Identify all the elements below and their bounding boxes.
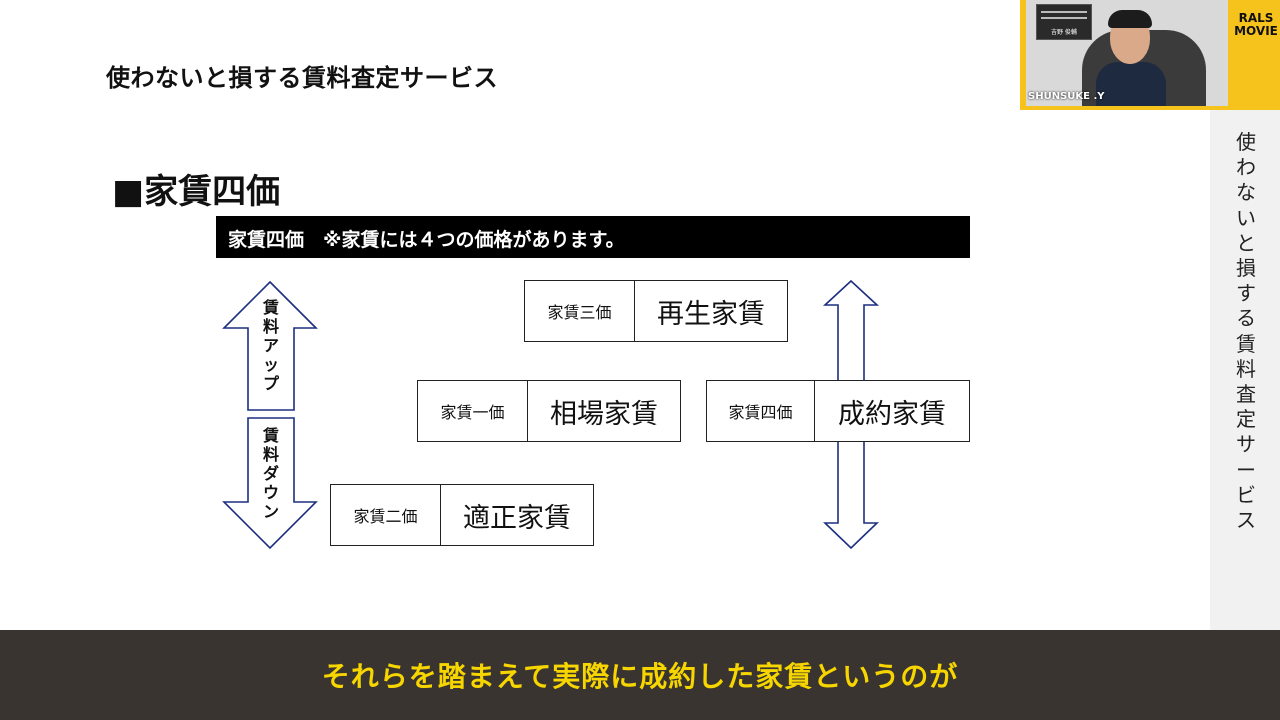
webcam-name-label: SHUNSUKE .Y [1028, 91, 1105, 102]
subtitle-bar: それらを踏まえて実際に成約した家賃というのが [0, 630, 1280, 720]
name-board-text: 吉野 俊輔 [1051, 29, 1077, 36]
price-box-tag: 家賃三価 [525, 281, 635, 341]
webcam-video: 吉野 俊輔 SHUNSUKE .Y [1026, 0, 1228, 106]
arrows-layer [222, 279, 880, 550]
subtitle-text: それらを踏まえて実際に成約した家賃というのが [321, 660, 959, 693]
webcam-overlay: 吉野 俊輔 SHUNSUKE .Y RALS MOVIE [1020, 0, 1280, 110]
arrow-up-icon [222, 280, 318, 411]
name-board-line [1041, 17, 1087, 19]
price-box-tag: 家賃四価 [707, 381, 815, 441]
presenter-body [1096, 62, 1166, 106]
brand-logo: RALS MOVIE [1234, 12, 1278, 38]
price-box-tag: 家賃二価 [331, 485, 441, 545]
price-box-name: 再生家賃 [657, 298, 765, 330]
slide-title: 使わないと損する賃料査定サービス [106, 64, 498, 92]
presentation-slide: 使わないと損する賃料査定サービス ■家賃四価 家賃四価 ※家賃には４つの価格があ… [106, 64, 970, 550]
presenter-hair [1108, 10, 1152, 28]
section-heading: ■家賃四価 [112, 172, 281, 212]
brand-line-1: RALS [1238, 11, 1274, 25]
price-box-saisei: 家賃三価 再生家賃 [524, 280, 788, 342]
price-box-tekisei: 家賃二価 適正家賃 [330, 484, 594, 546]
arrow-down-icon [222, 417, 318, 550]
price-box-tag: 家賃一価 [418, 381, 528, 441]
arrow-up-label: 賃料アップ [262, 298, 279, 393]
price-box-name: 適正家賃 [463, 502, 571, 534]
brand-line-2: MOVIE [1234, 24, 1278, 38]
price-box-seiyaku: 家賃四価 成約家賃 [706, 380, 970, 442]
banner: 家賃四価 ※家賃には４つの価格があります。 [216, 216, 970, 258]
price-box-name: 相場家賃 [550, 398, 658, 430]
name-board-line [1041, 11, 1087, 13]
price-box-souba: 家賃一価 相場家賃 [417, 380, 681, 442]
side-vertical-title: 使わないと損する賃料査定サービス [1236, 130, 1256, 533]
name-board: 吉野 俊輔 [1036, 4, 1092, 40]
arrow-down-label: 賃料ダウン [262, 426, 279, 521]
price-box-name: 成約家賃 [838, 398, 946, 430]
